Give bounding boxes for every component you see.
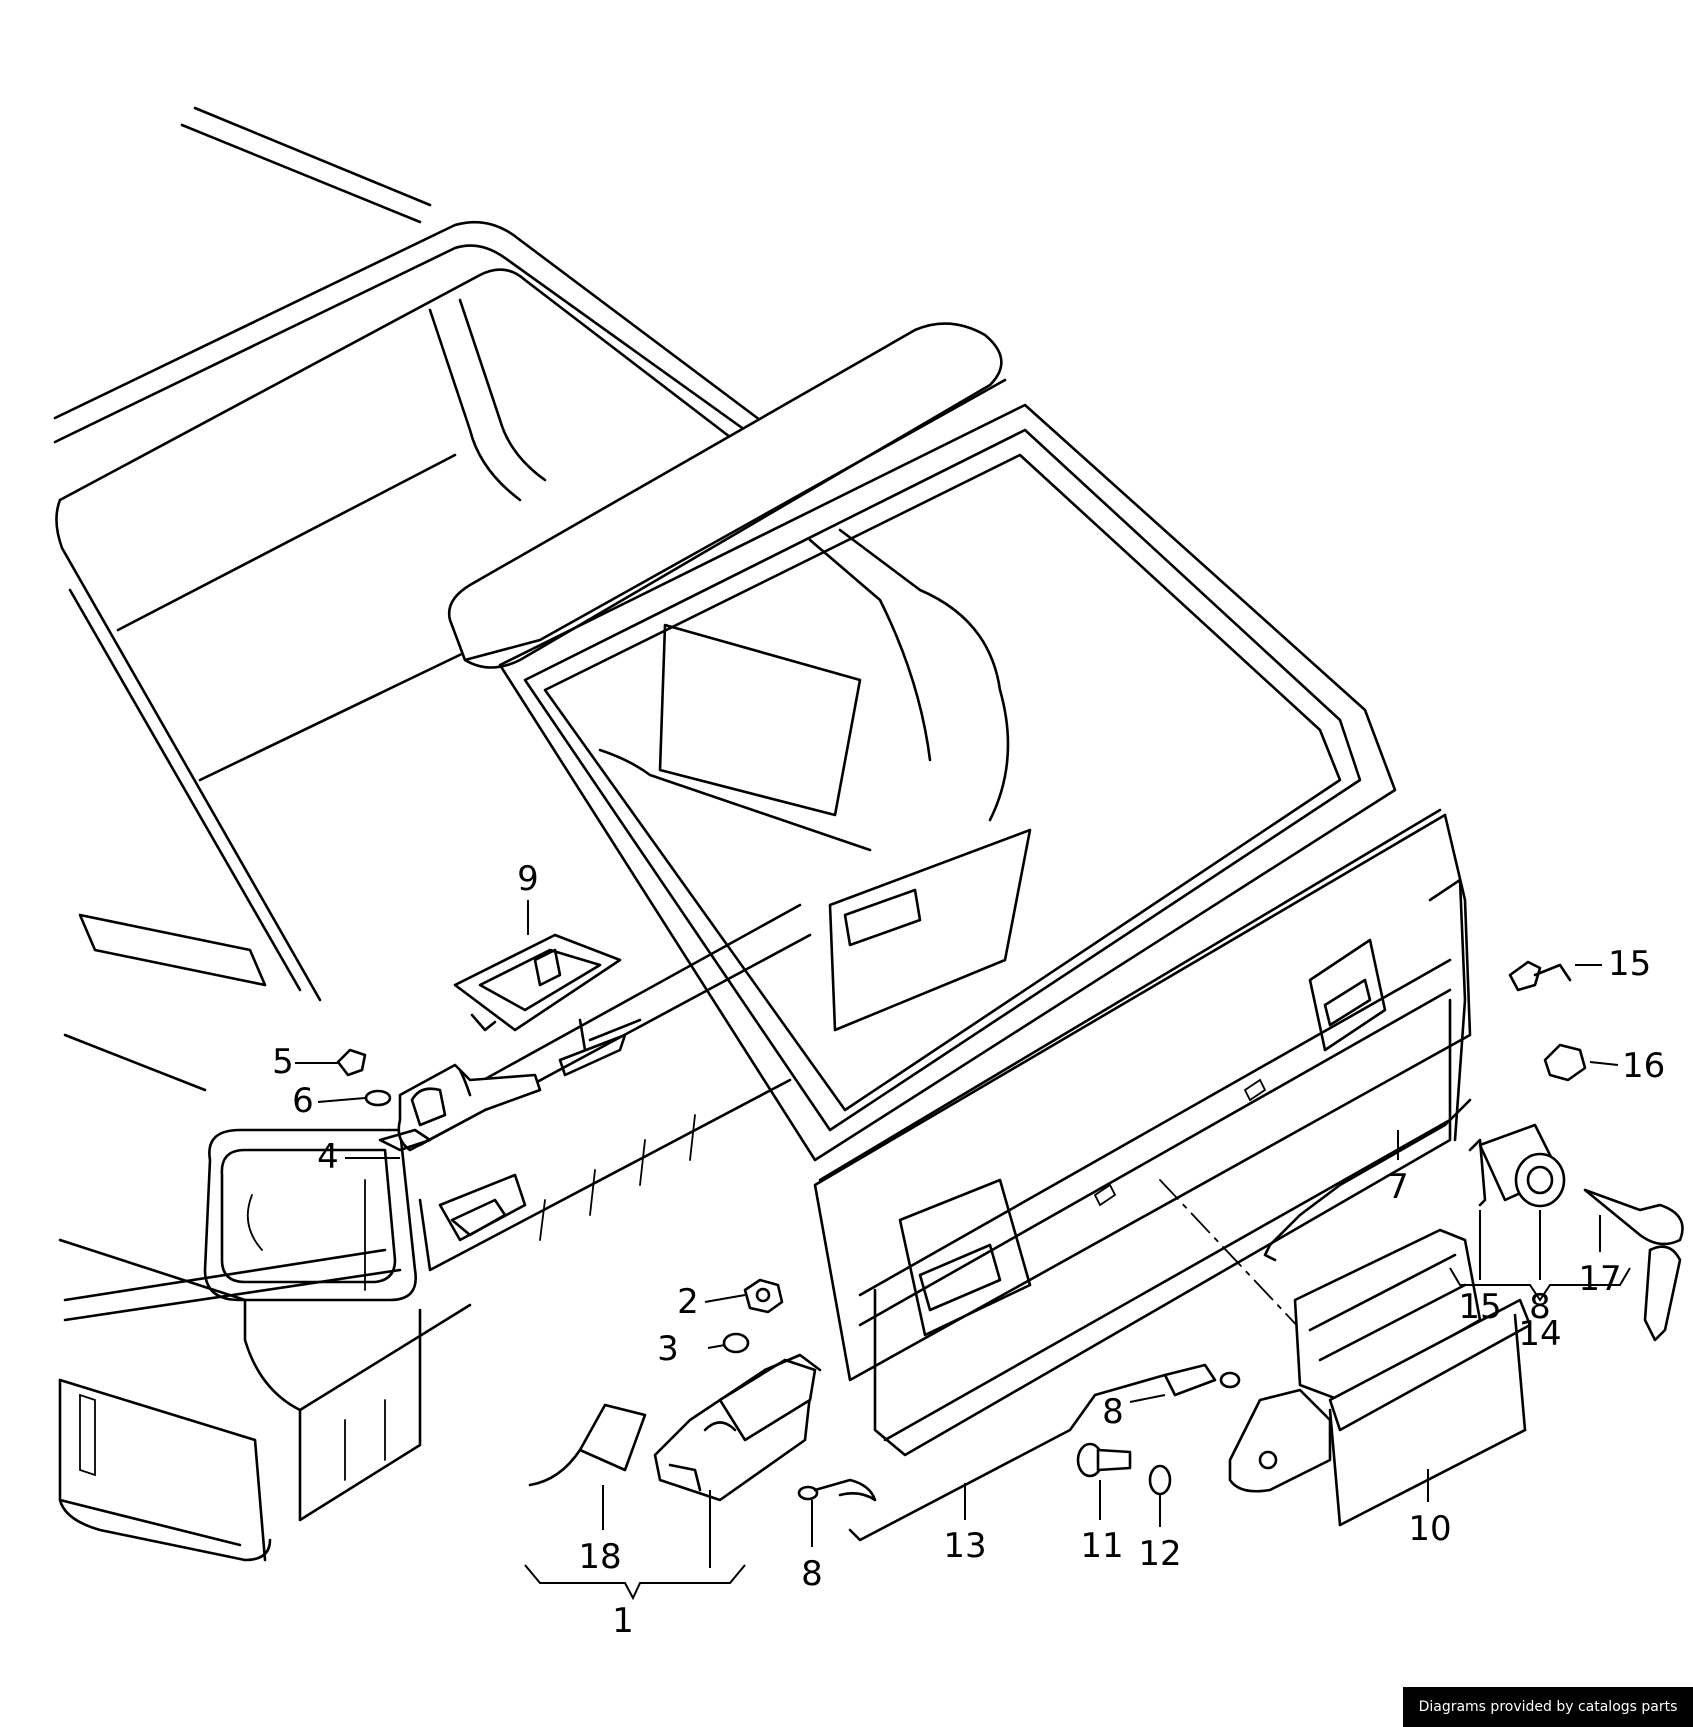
part-striker-4: [378, 1063, 542, 1152]
part-switch: [528, 1403, 647, 1487]
part-bolt-11: [1076, 1442, 1132, 1478]
part-nut-2: [743, 1278, 784, 1314]
callout-1: 1: [612, 1601, 634, 1641]
callout-3: 3: [657, 1329, 679, 1369]
part-nut-16: [1543, 1043, 1587, 1082]
part-rod-7: [1263, 1098, 1472, 1262]
callout-8-lock: 8: [1529, 1287, 1551, 1327]
callout-7: 7: [1387, 1167, 1409, 1207]
callout-15-top: 15: [1608, 944, 1651, 984]
parts: [336, 933, 1684, 1542]
callout-4: 4: [317, 1137, 339, 1177]
callout-12: 12: [1138, 1534, 1181, 1574]
tailgate-outline: [447, 322, 1472, 1457]
leader-lines: [295, 900, 1631, 1601]
callout-11: 11: [1080, 1526, 1123, 1566]
part-washer-3: [722, 1332, 750, 1354]
callout-10: 10: [1408, 1509, 1451, 1549]
callout-5: 5: [272, 1042, 294, 1082]
callout-14: 14: [1518, 1314, 1561, 1354]
callout-13: 13: [943, 1526, 986, 1566]
part-cable-13: [848, 1373, 1167, 1542]
callout-17: 17: [1578, 1259, 1621, 1299]
part-washer-6: [364, 1089, 392, 1107]
callout-8-clip: 8: [801, 1554, 823, 1594]
callout-16: 16: [1622, 1046, 1665, 1086]
callout-2: 2: [677, 1282, 699, 1322]
part-clip-15: [1508, 960, 1572, 992]
callout-8-cable: 8: [1102, 1392, 1124, 1432]
part-nut-5: [336, 1048, 367, 1077]
part-clip-8-mid: [1163, 1363, 1241, 1397]
part-key: [1583, 1188, 1684, 1342]
part-washer-12: [1148, 1464, 1172, 1496]
callout-labels: 1 2 3 4 5 6 7 8 8 8 9 10 11 12 13 14 15 …: [272, 859, 1665, 1641]
part-lock-cylinder: [1468, 1123, 1566, 1208]
callout-18: 18: [578, 1537, 621, 1577]
part-lock-assembly: [653, 1353, 822, 1502]
part-clip-8-lower: [797, 1478, 877, 1502]
car-body-outline: [53, 106, 812, 1562]
callout-6: 6: [292, 1081, 314, 1121]
part-handle: [1228, 1228, 1532, 1527]
callout-15-lock: 15: [1458, 1287, 1501, 1327]
diagram-credit: Diagrams provided by catalogs parts: [1403, 1687, 1693, 1727]
part-cover-plate: [453, 933, 622, 1032]
callout-9: 9: [517, 859, 539, 899]
